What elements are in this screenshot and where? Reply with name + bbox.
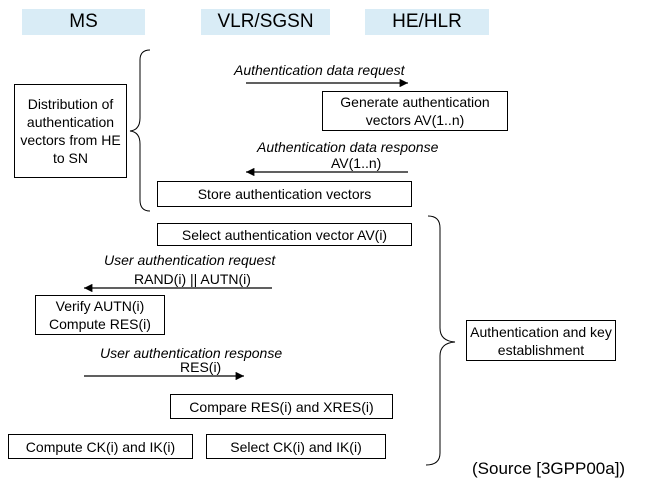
select-ck-ik-box: Select CK(i) and IK(i) bbox=[206, 434, 386, 459]
vlr-sgsn-header: VLR/SGSN bbox=[201, 9, 330, 35]
compute-res-text: Compute RES(i) bbox=[49, 316, 151, 332]
user-auth-request-label: User authentication request bbox=[104, 252, 276, 268]
distribution-brace bbox=[129, 49, 151, 212]
compare-res-box: Compare RES(i) and XRES(i) bbox=[170, 394, 393, 419]
verify-autn-text: Verify AUTN(i) bbox=[55, 298, 145, 314]
he-hlr-header: HE/HLR bbox=[365, 9, 489, 35]
auth-key-brace bbox=[425, 215, 456, 466]
compute-ck-ik-box: Compute CK(i) and IK(i) bbox=[8, 434, 193, 459]
select-av-box: Select authentication vector AV(i) bbox=[157, 223, 412, 246]
store-vectors-box: Store authentication vectors bbox=[157, 181, 412, 207]
res-label: RES(i) bbox=[180, 359, 222, 375]
auth-key-establishment-label: Authentication and key establishment bbox=[466, 320, 616, 361]
source-citation: (Source [3GPP00a]) bbox=[472, 459, 626, 478]
auth-data-request-label: Authentication data request bbox=[234, 62, 405, 78]
rand-autn-label: RAND(i) || AUTN(i) bbox=[134, 271, 251, 287]
generate-vectors-box: Generate authentication vectors AV(1..n) bbox=[322, 91, 508, 131]
user-auth-response-label: User authentication response bbox=[100, 345, 283, 361]
ms-header: MS bbox=[22, 9, 145, 35]
auth-data-response-label: Authentication data response bbox=[257, 139, 439, 155]
distribution-label: Distribution of authentication vectors f… bbox=[14, 84, 127, 178]
verify-compute-box: Verify AUTN(i) Compute RES(i) bbox=[35, 295, 165, 335]
av-parameter-label: AV(1..n) bbox=[331, 155, 382, 171]
